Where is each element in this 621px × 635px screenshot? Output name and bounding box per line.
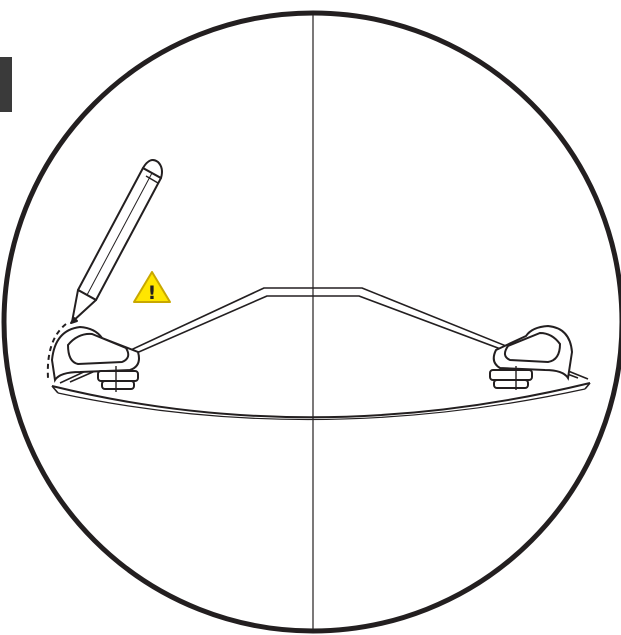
warning-symbol: ! [148, 282, 157, 304]
magnifier-circle [1, 10, 621, 634]
left-bracket [50, 325, 140, 392]
magnified-view [46, 13, 591, 631]
right-bracket [489, 324, 574, 390]
corner-shelf [51, 287, 591, 421]
pencil-icon [70, 159, 163, 324]
marking-dashes [46, 323, 67, 379]
step-tab [0, 57, 12, 112]
warning-icon: ! [133, 271, 171, 304]
